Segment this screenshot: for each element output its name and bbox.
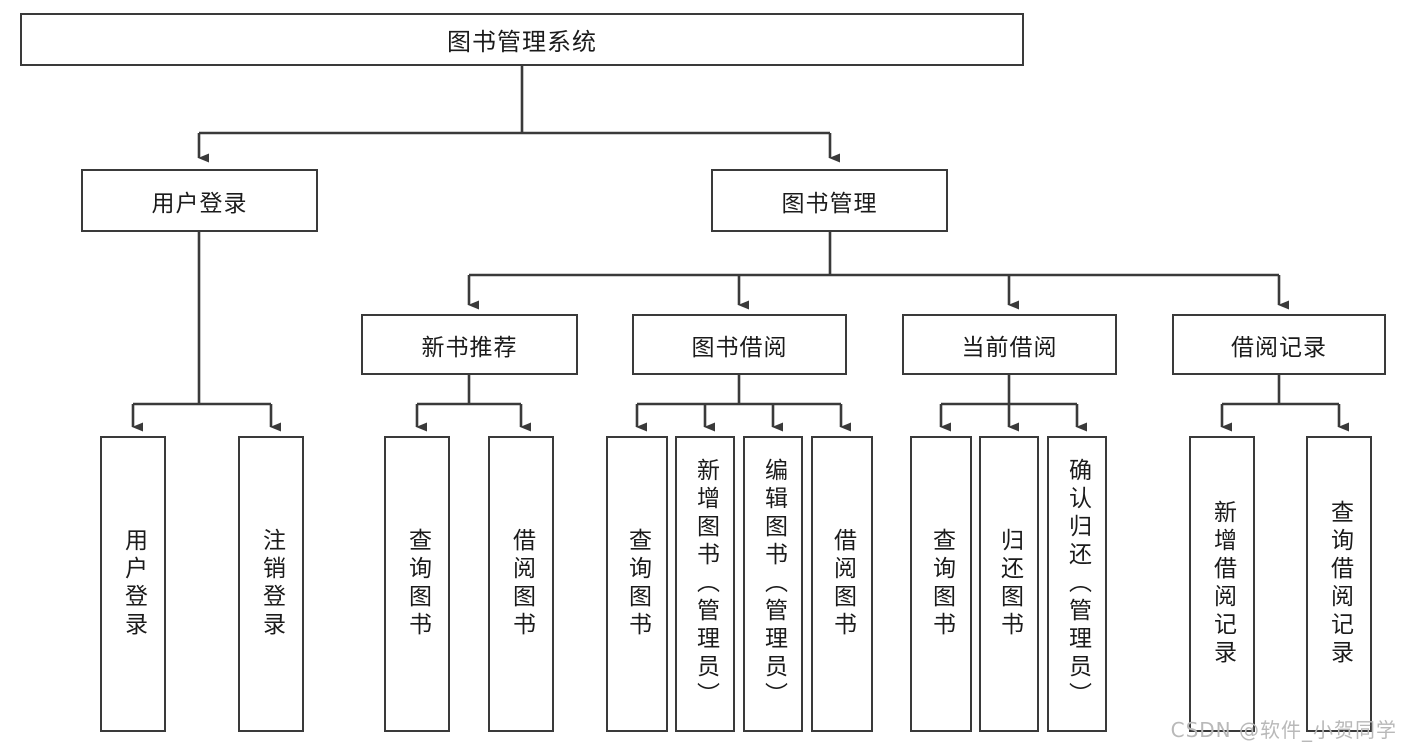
node-book-management[interactable]: 图书管理 <box>711 169 948 232</box>
node-borrow-records[interactable]: 借阅记录 <box>1172 314 1386 375</box>
leaf-edit-book-admin[interactable]: 编辑图书（管理员） <box>743 436 803 732</box>
node-current-borrow[interactable]: 当前借阅 <box>902 314 1117 375</box>
leaf-label: 注销登录 <box>258 528 285 640</box>
leaf-label: 查询图书 <box>624 528 651 640</box>
node-book-borrow[interactable]: 图书借阅 <box>632 314 847 375</box>
leaf-label: 借阅图书 <box>829 528 856 640</box>
leaf-label: 用户登录 <box>120 528 147 640</box>
leaf-query-book-recommend[interactable]: 查询图书 <box>384 436 450 732</box>
leaf-borrow-book-recommend[interactable]: 借阅图书 <box>488 436 554 732</box>
leaf-logout[interactable]: 注销登录 <box>238 436 304 732</box>
leaf-label: 查询图书 <box>928 528 955 640</box>
leaf-borrow-book[interactable]: 借阅图书 <box>811 436 873 732</box>
leaf-add-book-admin[interactable]: 新增图书（管理员） <box>675 436 735 732</box>
node-new-book-recommend[interactable]: 新书推荐 <box>361 314 578 375</box>
leaf-label: 归还图书 <box>996 528 1023 640</box>
leaf-user-login[interactable]: 用户登录 <box>100 436 166 732</box>
leaf-confirm-return-admin[interactable]: 确认归还（管理员） <box>1047 436 1107 732</box>
leaf-query-borrow-record[interactable]: 查询借阅记录 <box>1306 436 1372 732</box>
leaf-label: 查询图书 <box>404 528 431 640</box>
leaf-label: 新增借阅记录 <box>1209 500 1236 668</box>
leaf-label: 编辑图书（管理员） <box>760 458 787 710</box>
leaf-query-book-borrow[interactable]: 查询图书 <box>606 436 668 732</box>
leaf-add-borrow-record[interactable]: 新增借阅记录 <box>1189 436 1255 732</box>
leaf-query-book-current[interactable]: 查询图书 <box>910 436 972 732</box>
node-root-system[interactable]: 图书管理系统 <box>20 13 1024 66</box>
leaf-label: 查询借阅记录 <box>1326 500 1353 668</box>
leaf-return-book[interactable]: 归还图书 <box>979 436 1039 732</box>
leaf-label: 新增图书（管理员） <box>692 458 719 710</box>
leaf-label: 借阅图书 <box>508 528 535 640</box>
leaf-label: 确认归还（管理员） <box>1064 458 1091 710</box>
csdn-watermark: CSDN @软件_小贺同学 <box>1170 718 1397 742</box>
node-user-login[interactable]: 用户登录 <box>81 169 318 232</box>
